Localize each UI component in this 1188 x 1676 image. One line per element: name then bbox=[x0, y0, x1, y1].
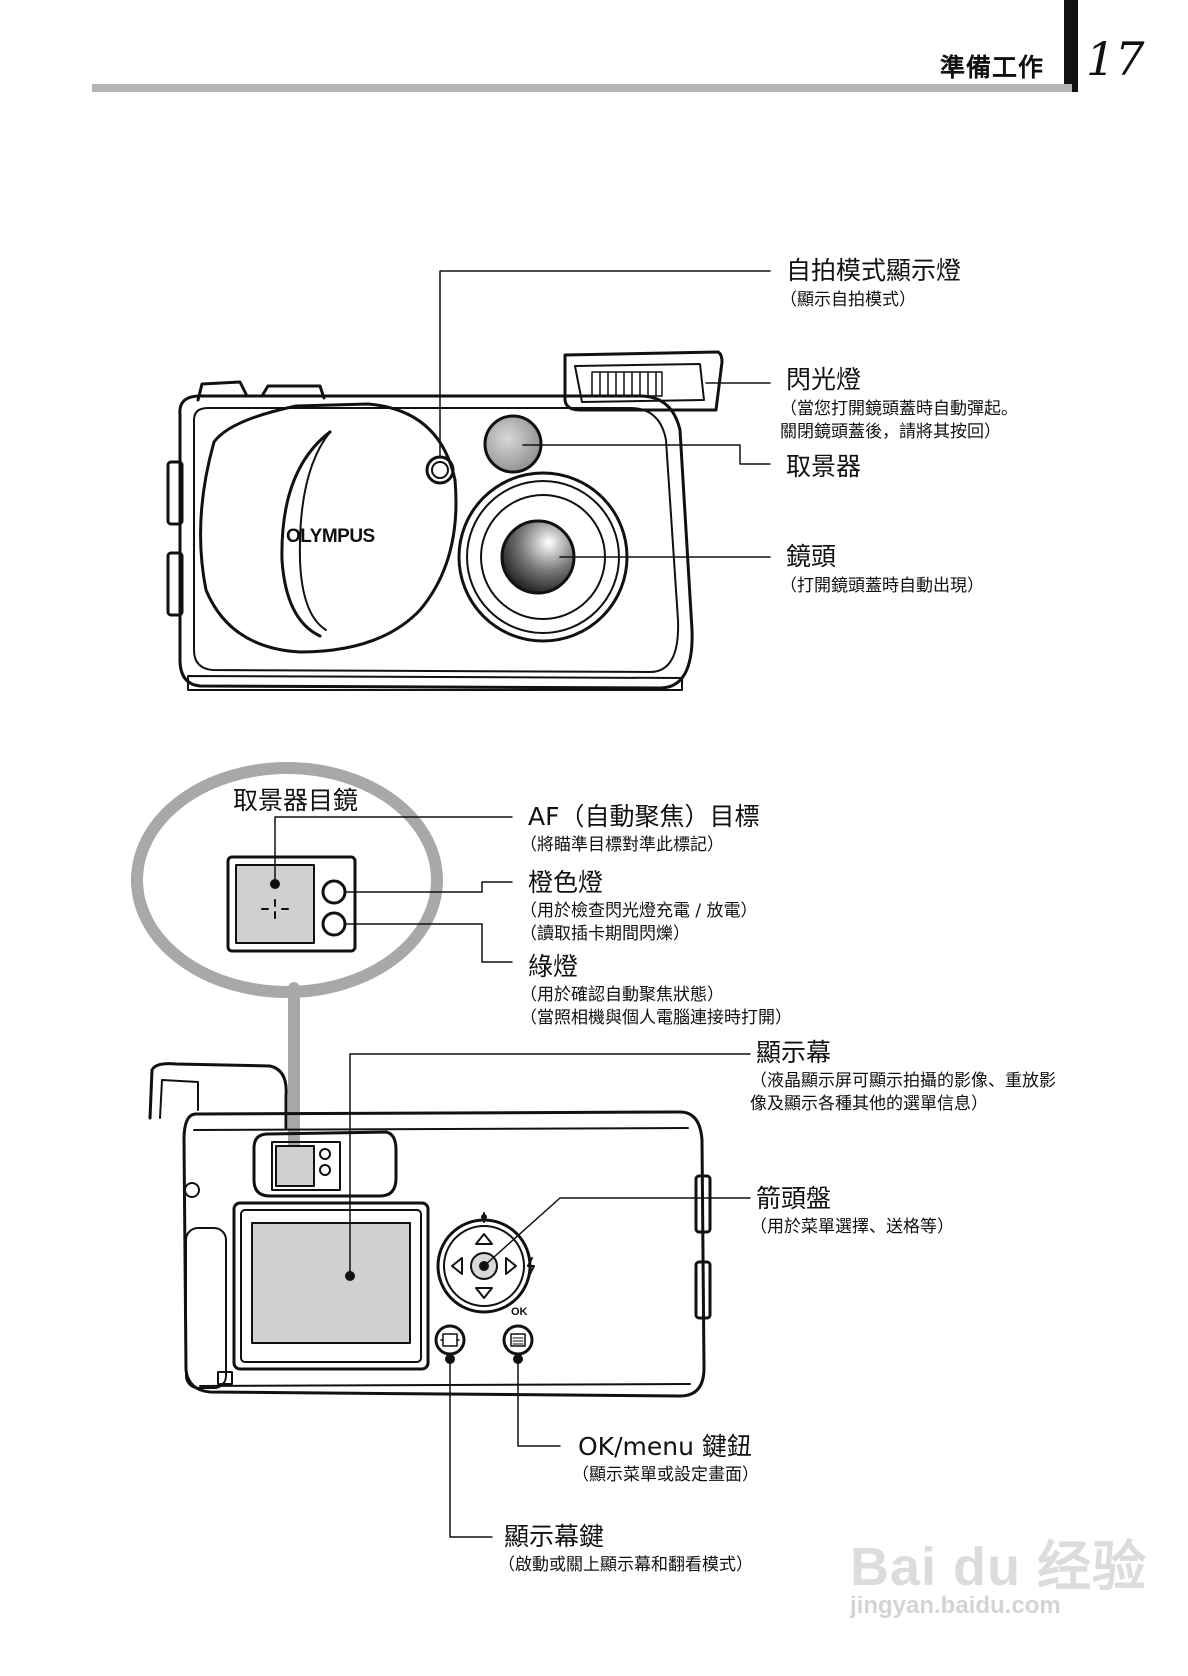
callout-orange-lamp-desc-2: （讀取插卡期間閃爍） bbox=[520, 924, 690, 944]
olympus-logo: OLYMPUS bbox=[286, 526, 375, 547]
callout-af-target-desc: （將瞄準目標對準此標記） bbox=[520, 835, 724, 855]
callout-viewfinder: 取景器 bbox=[786, 452, 862, 481]
callout-flash-desc-1: （當您打開鏡頭蓋時自動彈起。 bbox=[780, 399, 1018, 419]
callout-monitor-button-desc: （啟動或關上顯示幕和翻看模式） bbox=[498, 1555, 753, 1575]
callout-lens-desc: （打開鏡頭蓋時自動出現） bbox=[780, 576, 984, 596]
callout-self-timer-lamp: 自拍模式顯示燈 bbox=[786, 256, 962, 285]
callout-flash-desc-2: 關閉鏡頭蓋後，請將其按回） bbox=[780, 422, 1001, 442]
callout-monitor-button: 顯示幕鍵 bbox=[504, 1522, 605, 1551]
callout-monitor: 顯示幕 bbox=[756, 1038, 832, 1067]
camera-front bbox=[166, 350, 724, 691]
callout-green-lamp-desc-2: （當照相機與個人電腦連接時打開） bbox=[520, 1008, 792, 1028]
callout-orange-lamp-desc-1: （用於檢查閃光燈充電 / 放電） bbox=[520, 901, 758, 921]
callout-af-target: AF（自動聚焦）目標 bbox=[528, 802, 760, 831]
callout-monitor-desc-2: 像及顯示各種其他的選單信息） bbox=[750, 1094, 988, 1114]
eyepiece-title: 取景器目鏡 bbox=[233, 786, 359, 815]
callout-lens: 鏡頭 bbox=[786, 542, 837, 571]
callout-arrow-pad: 箭頭盤 bbox=[756, 1184, 832, 1213]
callout-monitor-desc-1: （液晶顯示屏可顯示拍攝的影像、重放影 bbox=[750, 1071, 1056, 1091]
header-rule bbox=[92, 84, 1072, 92]
ok-mark-label: OK bbox=[511, 1306, 528, 1318]
eyepiece-detail bbox=[131, 762, 443, 1154]
callout-green-lamp-desc-1: （用於確認自動聚焦狀態） bbox=[520, 985, 724, 1005]
callout-orange-lamp: 橙色燈 bbox=[528, 868, 604, 897]
watermark-url: jingyan.baidu.com bbox=[850, 1592, 1061, 1619]
watermark-brand: Bai du 经验 bbox=[850, 1537, 1148, 1597]
camera-back bbox=[148, 1062, 712, 1398]
callout-arrow-pad-desc: （用於菜單選擇、送格等） bbox=[750, 1217, 954, 1237]
header-tab-bar bbox=[1064, 0, 1078, 92]
callout-ok-menu-button-desc: （顯示菜單或設定畫面） bbox=[572, 1465, 759, 1485]
section-title: 準備工作 bbox=[940, 53, 1045, 82]
callout-ok-menu-button: OK/menu 鍵鈕 bbox=[578, 1432, 752, 1461]
page-number: 17 bbox=[1086, 32, 1145, 86]
callout-flash: 閃光燈 bbox=[786, 365, 862, 394]
callout-green-lamp: 綠燈 bbox=[528, 952, 579, 981]
callout-self-timer-lamp-desc: （顯示自拍模式） bbox=[780, 290, 916, 310]
